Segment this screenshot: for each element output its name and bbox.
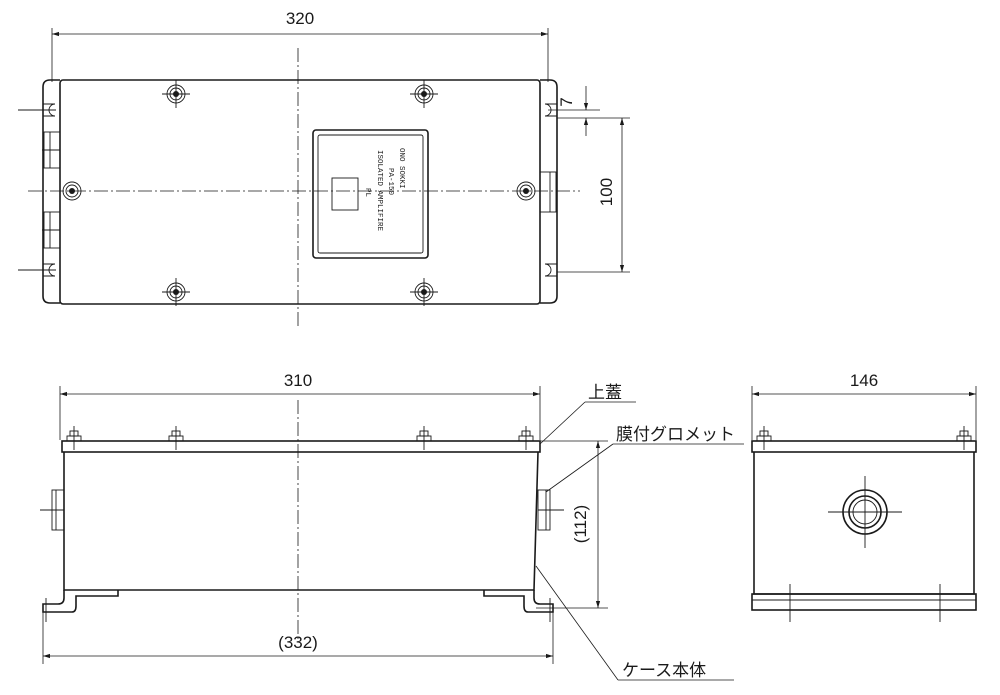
top-view-flange-right bbox=[540, 79, 558, 304]
dim-slot-offset: 7 bbox=[548, 86, 630, 136]
side-view: 146 bbox=[751, 371, 977, 622]
front-view: 310 (112) (332) 上蓋 膜付グロメット bbox=[40, 371, 744, 681]
side-view-grommet bbox=[842, 489, 888, 535]
front-view-top-cover bbox=[61, 440, 541, 453]
dim-slot-pitch-label: 100 bbox=[597, 178, 616, 206]
callout-grommet: 膜付グロメット bbox=[545, 425, 744, 493]
nameplate-model: PA-150 bbox=[386, 168, 394, 196]
dim-slot-offset-label: 7 bbox=[557, 97, 576, 106]
nameplate-indicator-window bbox=[331, 177, 359, 211]
dim-front-overall: (332) bbox=[42, 612, 554, 664]
front-view-case-body bbox=[63, 451, 539, 591]
nameplate: ONO SOKKI PA-150 ISOLATED AMPLIFIRE PL bbox=[312, 129, 429, 259]
front-view-flange-left bbox=[42, 590, 119, 613]
side-view-center-marks bbox=[763, 426, 965, 622]
side-view-top-cover bbox=[751, 440, 977, 453]
top-view-slot-lines bbox=[18, 109, 60, 271]
front-view-bolt-centers bbox=[40, 426, 564, 622]
dim-top-width: 320 bbox=[51, 9, 549, 82]
callout-top-cover-label: 上蓋 bbox=[588, 383, 622, 402]
dim-front-bolt-span-label: 310 bbox=[284, 371, 312, 390]
callout-grommet-label: 膜付グロメット bbox=[616, 425, 735, 444]
front-view-flange-right bbox=[483, 590, 554, 613]
dim-front-height-label: (112) bbox=[571, 505, 590, 543]
dim-slot-pitch: 100 bbox=[557, 118, 630, 273]
dim-front-overall-label: (332) bbox=[278, 633, 318, 652]
dim-front-bolt-span: 310 bbox=[59, 371, 541, 440]
side-view-base-flange bbox=[751, 593, 977, 611]
nameplate-maker: ONO SOKKI bbox=[397, 148, 405, 189]
top-view-bolt-crosshairs bbox=[162, 80, 438, 306]
dim-side-width-label: 146 bbox=[850, 371, 878, 390]
callout-top-cover: 上蓋 bbox=[539, 383, 636, 445]
dim-front-height: (112) bbox=[536, 440, 608, 609]
nameplate-indicator-label: PL bbox=[363, 188, 371, 198]
dim-side-width: 146 bbox=[751, 371, 977, 440]
nameplate-product: ISOLATED AMPLIFIRE bbox=[375, 150, 383, 232]
callout-case-body: ケース本体 bbox=[535, 565, 734, 681]
top-view-grommet-right bbox=[539, 171, 557, 213]
side-view-case-body bbox=[753, 452, 975, 595]
top-view-body bbox=[59, 79, 541, 305]
callout-case-body-label: ケース本体 bbox=[622, 661, 706, 680]
top-view: ONO SOKKI PA-150 ISOLATED AMPLIFIRE PL 3… bbox=[18, 9, 630, 328]
dim-top-width-label: 320 bbox=[286, 9, 314, 28]
